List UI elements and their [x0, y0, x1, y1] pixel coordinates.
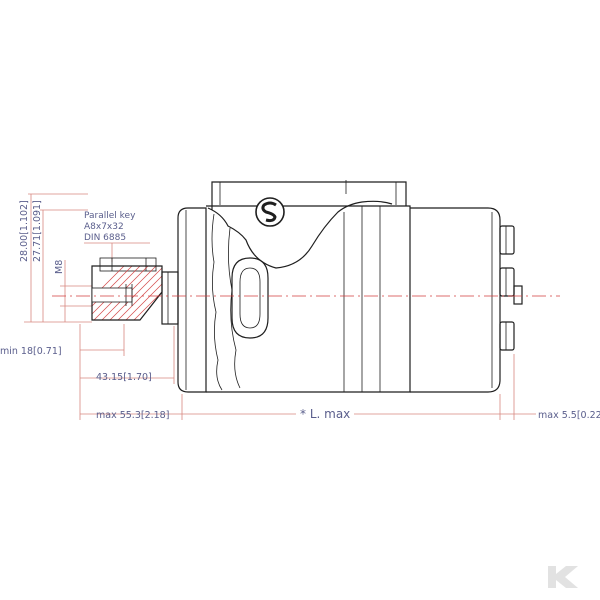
key-standard-label: DIN 6885 — [84, 233, 126, 243]
k-watermark-icon — [548, 566, 578, 588]
motor-housing — [206, 180, 411, 393]
key-size-label: A8x7x32 — [84, 222, 124, 232]
cover-bolts — [499, 225, 523, 351]
dimension-flange-offset: max 55.3[2.18] — [96, 410, 169, 421]
dimension-port-offset: max 5.5[0.22] — [538, 410, 600, 421]
dimension-total-length: * L. max — [300, 407, 350, 421]
thread-label: M8 — [54, 260, 65, 274]
vertical-dimensions: 28.00[1.102] 27.71[1.091] M8 — [19, 193, 92, 323]
horizontal-dimensions: min 18[0.71] 43.15[1.70] max 55.3[2.18] … — [0, 324, 600, 421]
shaft — [91, 257, 179, 325]
dimension-vertical-inner: 27.71[1.091] — [32, 200, 43, 262]
parallel-key-note: Parallel key A8x7x32 DIN 6885 — [84, 211, 150, 262]
dimension-shaft-length: 43.15[1.70] — [96, 372, 152, 383]
dimension-vertical-outer: 28.00[1.102] — [19, 200, 30, 262]
parallel-key-label: Parallel key — [84, 211, 136, 221]
rear-cover — [410, 207, 501, 393]
brand-logo-icon — [255, 197, 285, 227]
dimension-min-length: min 18[0.71] — [0, 346, 62, 357]
mounting-flange — [177, 207, 207, 393]
